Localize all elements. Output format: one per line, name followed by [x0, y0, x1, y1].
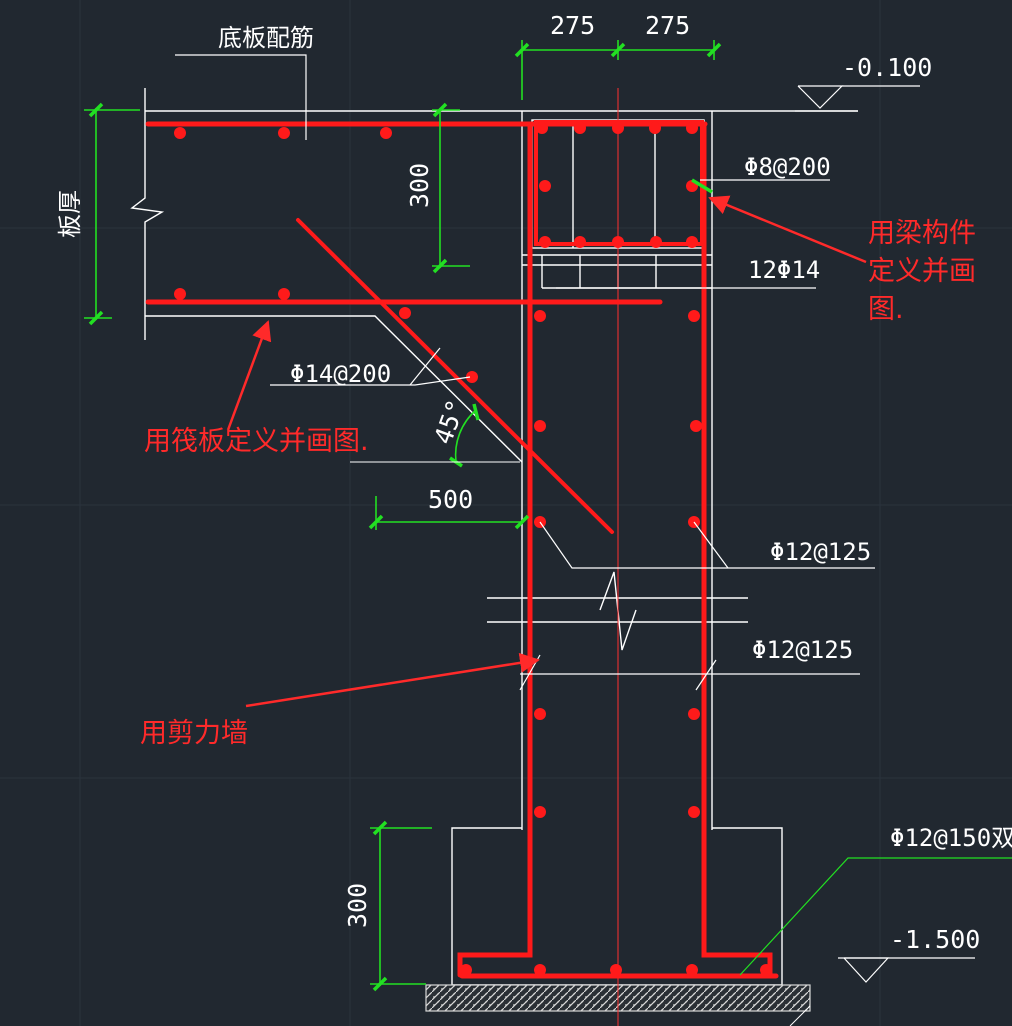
structure-outline — [130, 88, 858, 986]
label-haunch-bar: Φ14@200 — [290, 360, 391, 388]
label-wall-bar-upper: Φ12@125 — [770, 538, 871, 566]
rebar-dot — [760, 964, 772, 976]
note-wall: 用剪力墙 — [140, 718, 248, 749]
dimension-lines — [84, 40, 716, 986]
dim-footing-height: 300 — [343, 883, 372, 928]
rebar-dot — [534, 420, 546, 432]
rebar-dot — [686, 122, 698, 134]
rebar — [145, 120, 779, 979]
rebar-dot — [539, 236, 551, 248]
rebar-dot — [534, 310, 546, 322]
label-stirrup: Φ8@200 — [744, 153, 831, 181]
rebar-dot — [534, 708, 546, 720]
rebar-dot — [690, 420, 702, 432]
level-bottom: -1.500 — [890, 925, 980, 954]
note-beam-line2: 定义并画 — [868, 256, 976, 287]
label-angle: 45° — [428, 396, 471, 448]
note-beam-line1: 用梁构件 — [868, 218, 976, 249]
rebar-dot — [380, 127, 392, 139]
rebar-dot — [688, 310, 700, 322]
rebar-dot — [466, 371, 478, 383]
rebar-dot — [534, 806, 546, 818]
rebar-dot — [649, 122, 661, 134]
rebar-dots — [174, 122, 772, 976]
note-raft: 用筏板定义并画图. — [144, 426, 369, 457]
rebar-dot — [536, 122, 548, 134]
annotation-arrows — [226, 195, 867, 708]
rebar-dot — [174, 127, 186, 139]
rebar-dot — [574, 122, 586, 134]
rebar-dot — [688, 708, 700, 720]
rebar-dot — [534, 964, 546, 976]
rebar-dot — [686, 236, 698, 248]
footing-leader — [739, 857, 1012, 976]
rebar-dot — [610, 964, 622, 976]
dim-beam-height: 300 — [405, 163, 434, 208]
dim-slab-thickness: 板厚 — [56, 190, 84, 238]
level-top: -0.100 — [842, 53, 932, 82]
dim-top-right: 275 — [645, 11, 690, 40]
rebar-dot — [460, 964, 472, 976]
slab-rebar-title: 底板配筋 — [218, 24, 314, 52]
rebar-dot — [612, 236, 624, 248]
rebar-dot — [539, 180, 551, 192]
note-beam-line3: 图. — [868, 294, 904, 325]
leader-lines — [175, 54, 975, 983]
rebar-dot — [688, 806, 700, 818]
rebar-dot — [399, 307, 411, 319]
rebar-dot — [574, 236, 586, 248]
rebar-dot — [650, 236, 662, 248]
rebar-dot — [686, 964, 698, 976]
dim-top-left: 275 — [550, 11, 595, 40]
label-wall-bar-lower: Φ12@125 — [752, 636, 853, 664]
label-footing-bar: Φ12@150双 — [890, 824, 1012, 852]
label-longitudinal: 12Φ14 — [748, 256, 820, 284]
dim-haunch-length: 500 — [428, 485, 473, 514]
rebar-dot — [278, 127, 290, 139]
rebar-dot — [612, 122, 624, 134]
axis-bottom-diag — [789, 1005, 811, 1026]
rebar-dot — [174, 288, 186, 300]
rebar-dot — [278, 288, 290, 300]
